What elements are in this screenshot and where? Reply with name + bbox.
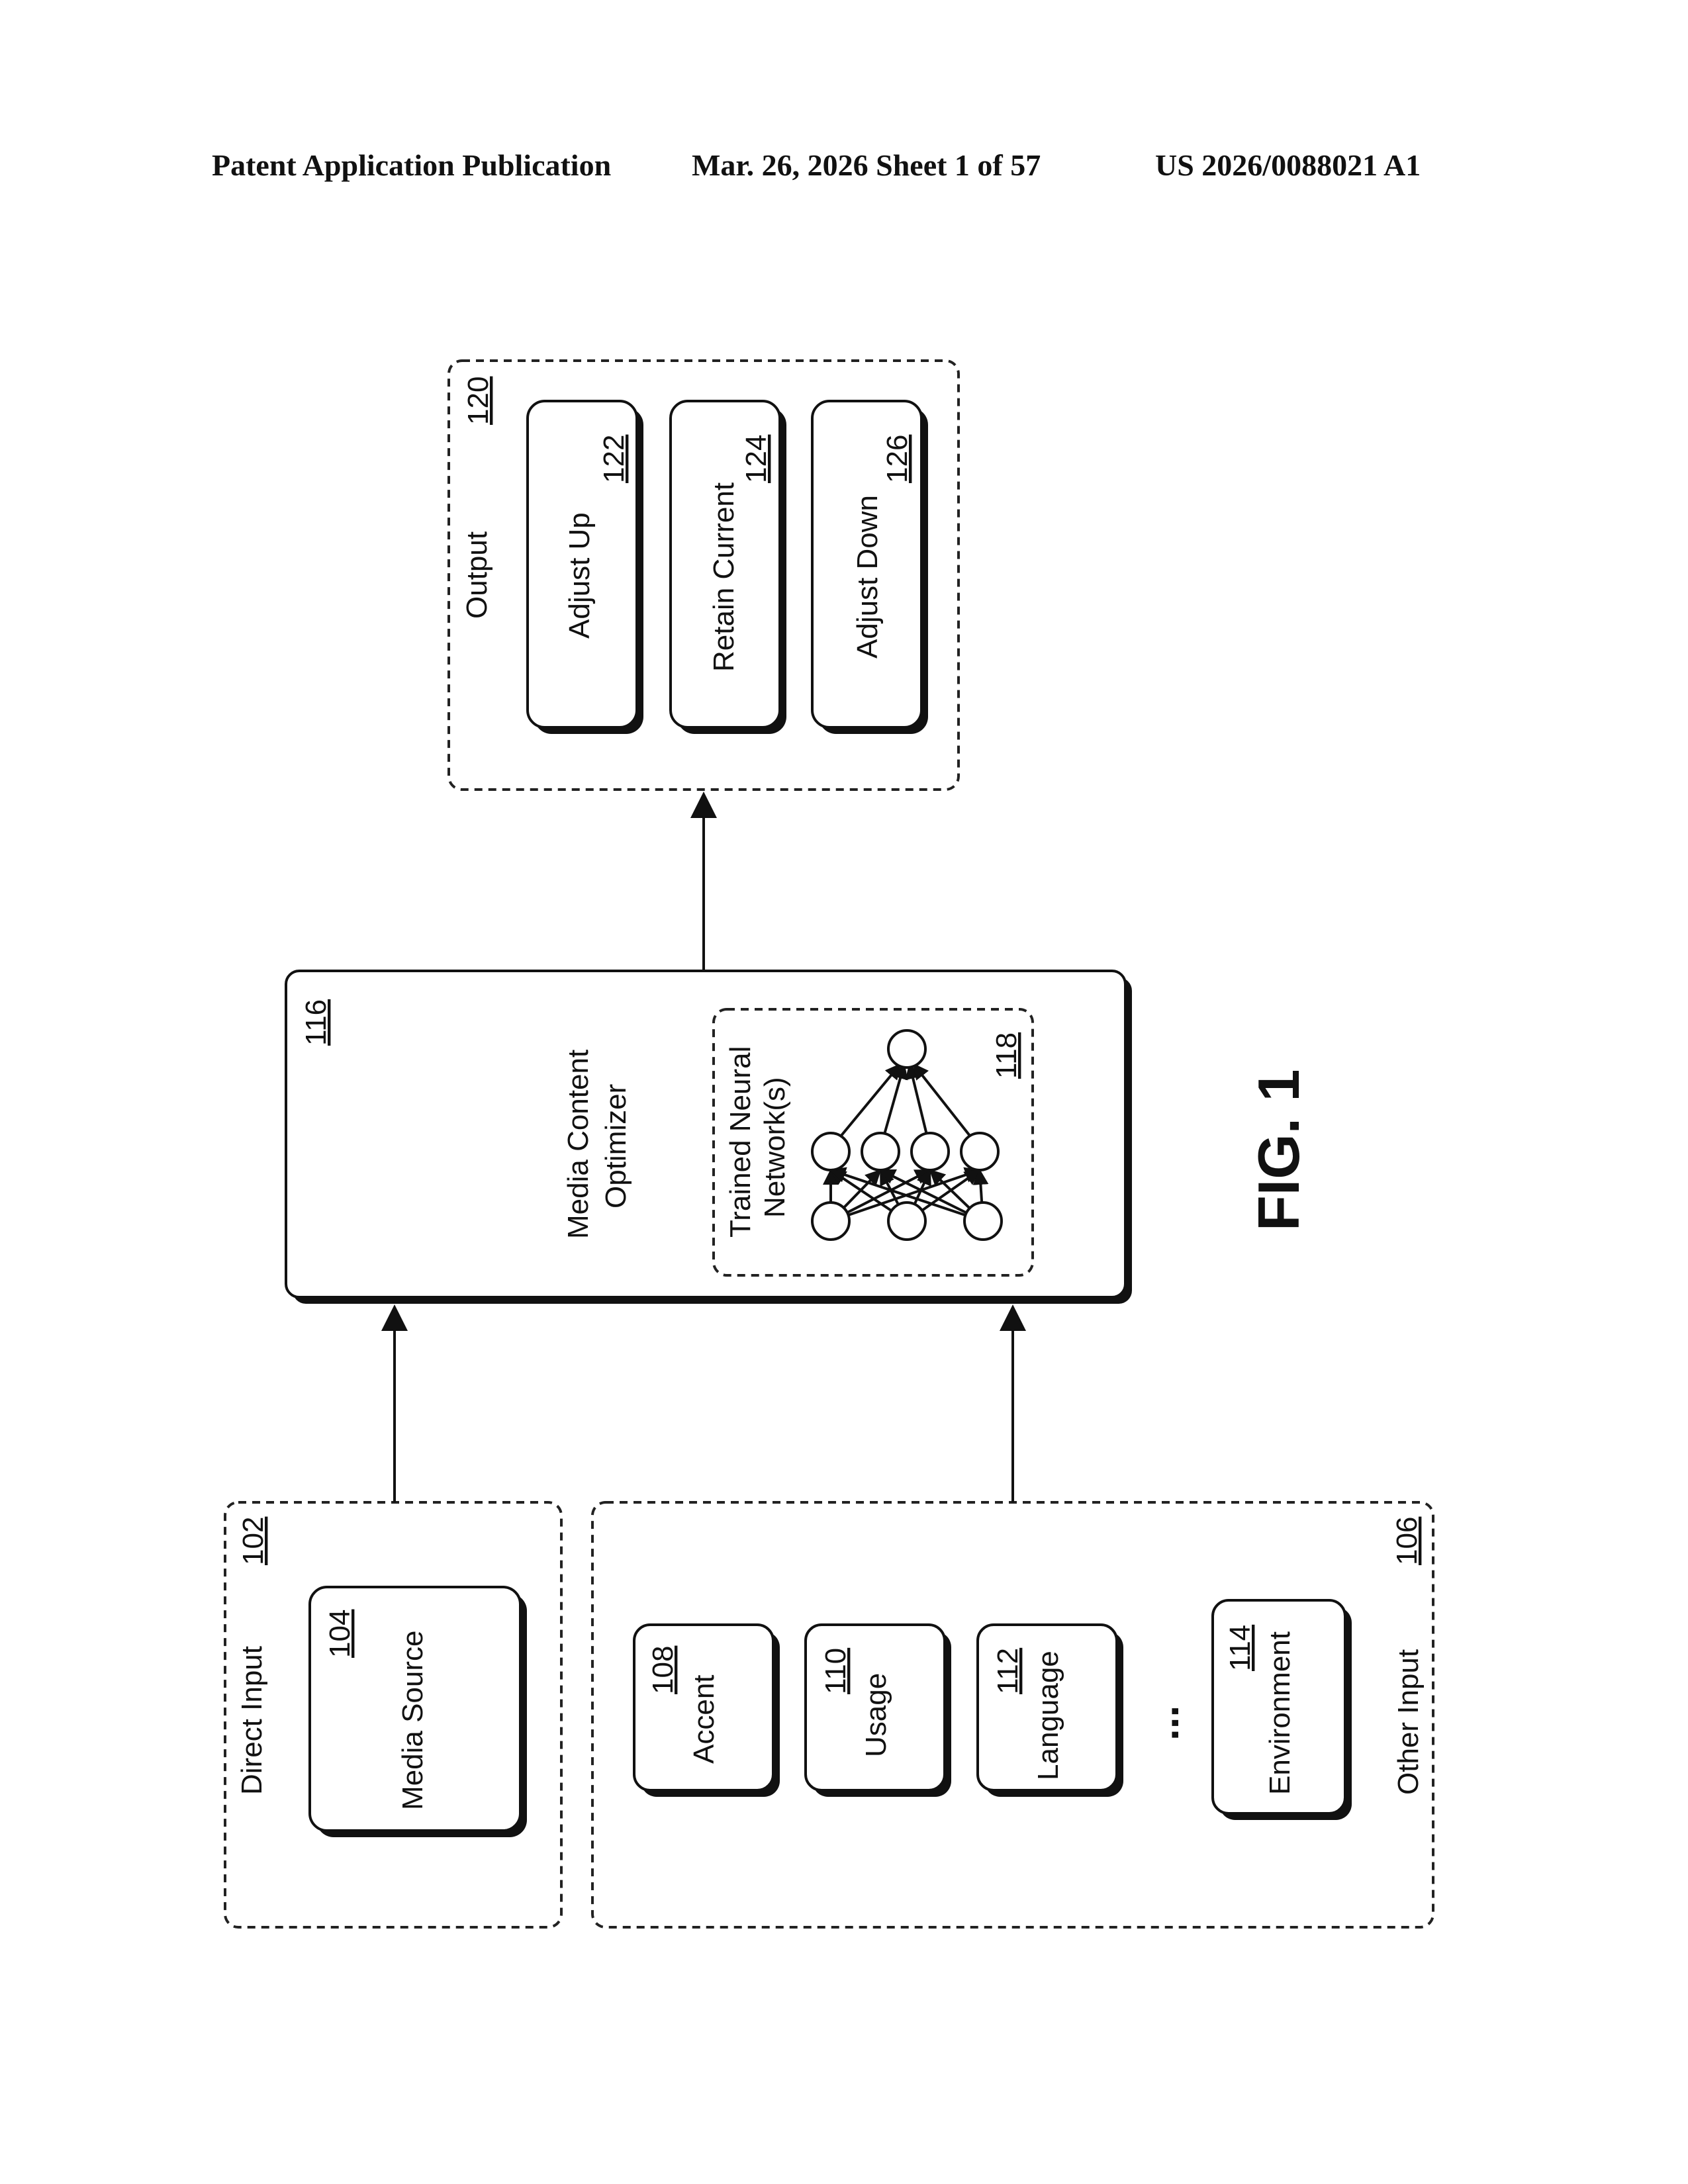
usage-ref: 110 — [820, 1648, 852, 1694]
usage-label: Usage — [860, 1673, 892, 1757]
optimizer-label-line1: Media Content — [562, 1050, 594, 1239]
accent-label: Accent — [688, 1674, 720, 1764]
adjust-down-label: Adjust Down — [851, 495, 884, 659]
media-content-optimizer-box — [286, 971, 1125, 1297]
language-ref: 112 — [992, 1648, 1024, 1694]
media-source-ref: 104 — [324, 1610, 356, 1658]
adjust-down-ref: 126 — [881, 435, 914, 483]
media-source-label: Media Source — [397, 1631, 429, 1810]
adjust-up-ref: 122 — [598, 435, 630, 483]
environment-ref: 114 — [1224, 1625, 1256, 1671]
ellipsis-more-inputs: ... — [1140, 1706, 1188, 1741]
network-label-line1: Trained Neural — [724, 1046, 757, 1238]
accent-ref: 108 — [647, 1646, 679, 1694]
output-ref: 120 — [462, 377, 494, 425]
network-label-line2: Network(s) — [759, 1077, 791, 1218]
output-title: Output — [461, 531, 493, 619]
retain-current-label: Retain Current — [708, 482, 740, 672]
network-ref: 118 — [990, 1032, 1023, 1079]
language-label: Language — [1032, 1651, 1064, 1780]
direct-input-ref: 102 — [237, 1517, 269, 1565]
figure-label: FIG. 1 — [1246, 1069, 1311, 1232]
adjust-up-label: Adjust Up — [563, 512, 596, 639]
retain-current-ref: 124 — [740, 435, 773, 483]
environment-label: Environment — [1264, 1631, 1296, 1795]
other-input-title: Other Input — [1392, 1649, 1425, 1795]
other-input-ref: 106 — [1391, 1517, 1423, 1565]
optimizer-label-line2: Optimizer — [600, 1084, 632, 1208]
optimizer-ref: 116 — [300, 999, 332, 1046]
direct-input-title: Direct Input — [236, 1646, 268, 1795]
